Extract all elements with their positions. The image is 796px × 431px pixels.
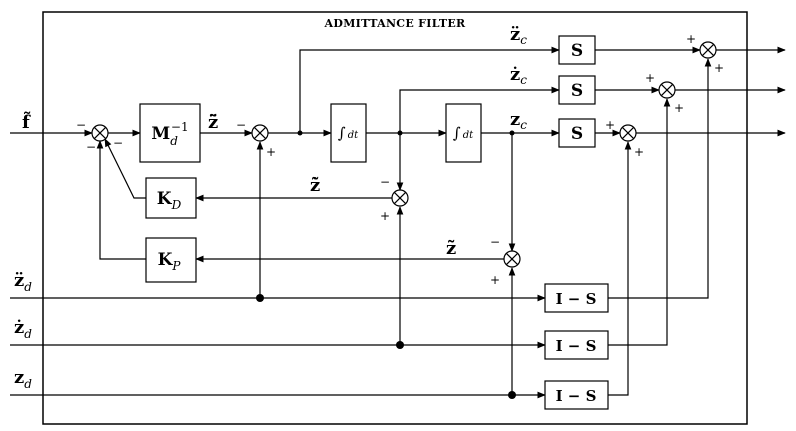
summing-junction-vel-error: [391, 189, 409, 207]
stiffness-label: KP: [158, 250, 182, 273]
damping-label: KD: [157, 189, 182, 212]
sign-minus: −: [76, 118, 86, 132]
junction-dot: [396, 341, 404, 349]
summing-junction-out-vel: [658, 81, 676, 99]
complement-label-acc: I − S: [556, 290, 597, 308]
pos-des-label: zd: [14, 367, 32, 391]
wire-acc-branch: [299, 46, 560, 133]
wire-is3-sum4: [608, 141, 632, 396]
summing-junction-out-pos: [619, 124, 637, 142]
summing-junction-pos-error: [503, 250, 521, 268]
complement-label-pos: I − S: [556, 387, 597, 405]
stiffness-block: [145, 237, 197, 283]
integrator-block-1: [330, 103, 367, 163]
sign-plus: +: [674, 101, 684, 115]
sign-minus: −: [236, 118, 246, 132]
force-label: f̃: [22, 111, 31, 133]
vel-error-label: z̃̇: [310, 175, 320, 196]
mass-inverse-block: [139, 103, 201, 163]
junction-dot: [297, 130, 303, 136]
sign-plus: +: [490, 273, 500, 287]
integrator-label-2: ∫dt: [453, 124, 474, 142]
selection-label-vel: S: [571, 81, 583, 101]
sign-plus: +: [645, 71, 655, 85]
summing-junction-out-acc: [699, 41, 717, 59]
sign-plus: +: [634, 145, 644, 159]
sign-plus: +: [266, 145, 276, 159]
complement-block-acc: [544, 283, 609, 313]
accel-error-label: z̃̈: [208, 112, 218, 133]
integrator-block-2: [445, 103, 482, 163]
pos-cmd-label: zc: [510, 109, 527, 132]
wire-kp-feedback: [96, 140, 146, 260]
selection-label-pos: S: [571, 124, 583, 144]
junction-dot: [509, 130, 515, 136]
complement-label-vel: I − S: [556, 337, 597, 355]
mass-inverse-label: Md−1: [151, 120, 188, 148]
sign-plus: +: [380, 209, 390, 223]
wire-is1-sum6: [608, 58, 712, 299]
filter-frame: [42, 11, 748, 425]
sign-minus: −: [86, 140, 96, 154]
damping-block: [145, 177, 197, 219]
pos-error-label: z̃: [446, 238, 456, 259]
sign-minus: −: [380, 175, 390, 189]
filter-title: ADMITTANCE FILTER: [324, 17, 466, 30]
wire-is2-sum5: [608, 98, 671, 346]
sign-plus: +: [714, 61, 724, 75]
junction-dot: [256, 294, 264, 302]
summing-junction-1: [91, 124, 109, 142]
integrator-label-1: ∫dt: [338, 124, 359, 142]
complement-block-pos: [544, 380, 609, 410]
selection-label-acc: S: [571, 41, 583, 61]
summing-junction-2: [251, 124, 269, 142]
junction-dot: [397, 130, 403, 136]
junction-dot: [508, 391, 516, 399]
sign-plus: +: [605, 118, 615, 132]
wire-vel-branch: [399, 86, 560, 133]
sign-minus: −: [490, 235, 500, 249]
accel-des-label: z̈d: [14, 270, 32, 294]
vel-des-label: żd: [14, 317, 32, 341]
sign-plus: +: [686, 32, 696, 46]
complement-block-vel: [544, 330, 609, 360]
selection-block-pos: [558, 118, 596, 148]
accel-cmd-label: z̈c: [510, 24, 527, 47]
sign-minus: −: [113, 136, 123, 150]
wire-kd-feedback: [104, 138, 146, 199]
vel-cmd-label: żc: [510, 64, 527, 87]
selection-block-vel: [558, 75, 596, 105]
selection-block-acc: [558, 35, 596, 65]
